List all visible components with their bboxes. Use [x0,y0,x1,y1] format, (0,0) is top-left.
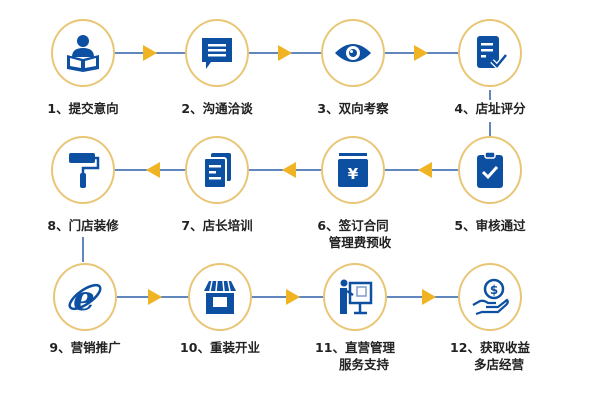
chat-bubble-icon [202,38,232,69]
paint-roller-icon [69,153,100,188]
step-2-label: 2、沟通洽谈 [181,101,253,116]
step-3-label: 3、双向考察 [317,101,389,116]
svg-text:¥: ¥ [348,165,359,183]
arrow-right [422,289,436,305]
step-9-label: 9、营销推广 [49,340,121,355]
arrow-right [286,289,300,305]
step-6-label-line2: 管理费预收 [328,235,392,250]
step-11-label: 11、直营管理服务支持 [290,339,420,373]
step-1-node [51,19,115,87]
step-6-node: ¥ [321,136,385,204]
step-9-node: e [53,263,117,331]
yen-box-icon: ¥ [338,153,368,187]
step-4-node [458,19,522,87]
arrow-right [148,289,162,305]
arrow-right [143,45,157,61]
clipboard-check-icon [477,151,503,188]
step-12-label: 12、获取收益多店经营 [425,339,555,373]
step-12-label-line2: 多店经营 [473,357,524,372]
step-2-node [185,19,249,87]
hand-coin-icon: $ [472,278,509,316]
step-5-label: 5、审核通过 [454,218,526,233]
step-8-node [51,136,115,204]
step-8-label: 8、门店装修 [47,218,119,233]
svg-text:$: $ [490,283,498,297]
step-1-label: 1、提交意向 [47,101,119,116]
documents-icon [203,153,231,189]
arrow-right [414,45,428,61]
internet-explorer-icon: e [68,279,102,317]
step-12-label-line1: 12、获取收益 [450,340,530,355]
presenter-board-icon [340,279,373,315]
reading-person-icon [67,35,99,72]
step-4-label: 4、店址评分 [454,101,526,116]
step-11-node [323,263,387,331]
arrow-right [278,45,292,61]
step-6-label-line1: 6、签订合同 [317,218,389,233]
arrow-left [418,162,432,178]
step-12-node: $ [458,263,522,331]
arrow-left [146,162,160,178]
arrow-left [282,162,296,178]
step-7-label: 7、店长培训 [181,218,253,233]
step-3-node [321,19,385,87]
step-11-label-line2: 服务支持 [338,357,389,372]
step-6-label: 6、签订合同管理费预收 [288,217,418,251]
step-5-node [458,136,522,204]
document-check-icon [477,36,508,70]
step-11-label-line1: 11、直营管理 [315,340,395,355]
eye-icon [335,44,371,62]
step-10-node [188,263,252,331]
step-7-node [185,136,249,204]
step-10-label: 10、重装开业 [180,340,260,355]
storefront-icon [204,280,236,314]
